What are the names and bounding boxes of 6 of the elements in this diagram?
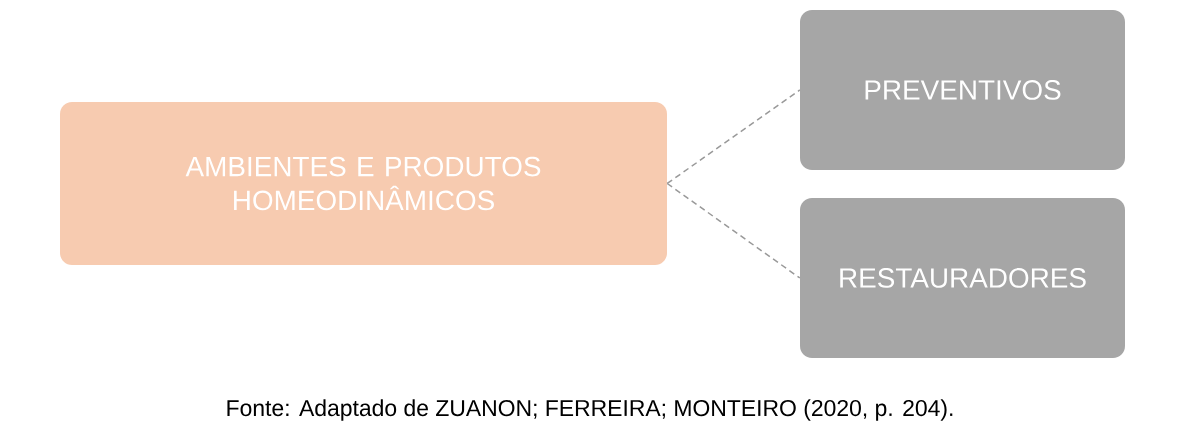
- connector-line: [666, 89, 801, 185]
- connector-line: [666, 182, 801, 279]
- caption: Fonte: Adaptado de ZUANON; FERREIRA; MONTEIRO (2020, p. 204).: [227, 399, 953, 421]
- concept-box: AMBIENTES E PRODUTOS HOMEODINÂMICOS: [60, 102, 667, 265]
- category-box: PREVENTIVOS: [800, 10, 1125, 170]
- category-box: RESTAURADORES: [800, 198, 1125, 358]
